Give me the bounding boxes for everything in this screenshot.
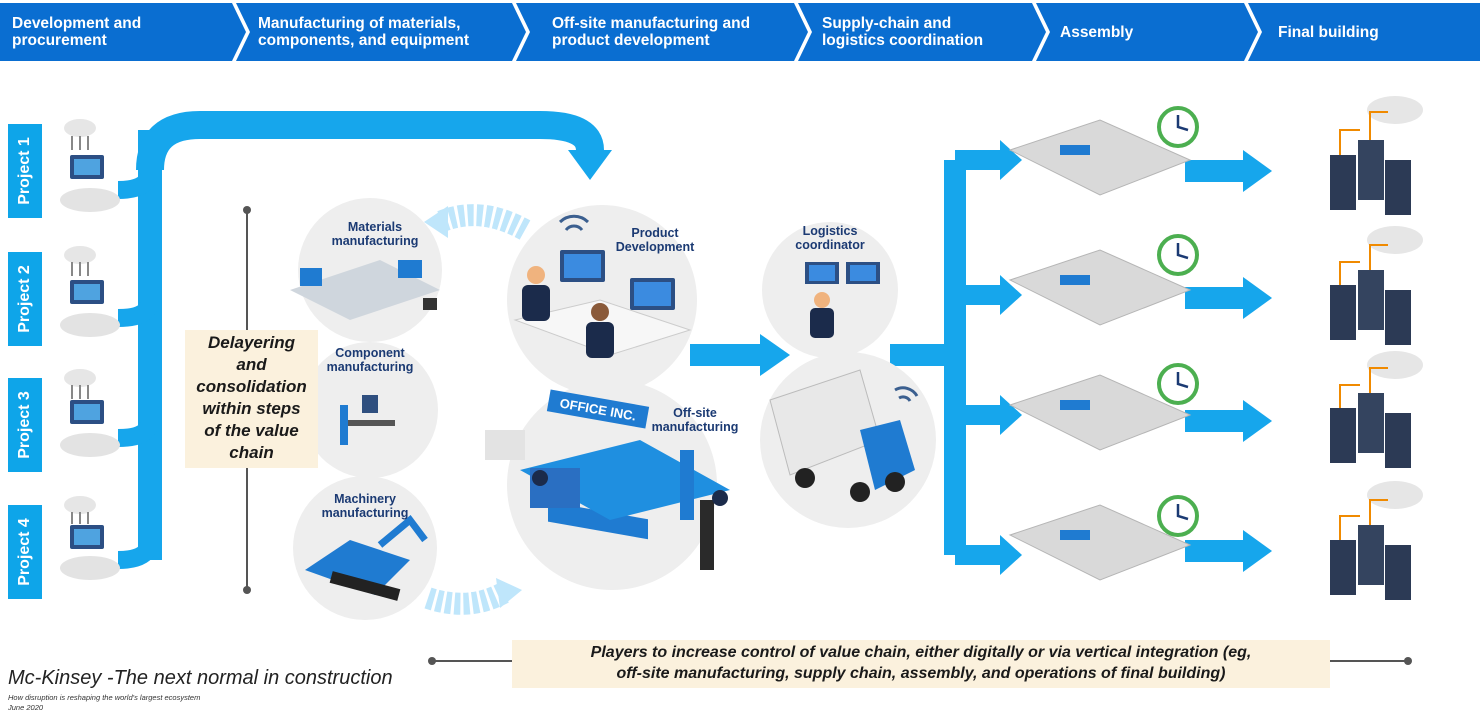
final-building-1 (1330, 96, 1423, 215)
asm-arrow-3 (1185, 410, 1245, 432)
dist-head-1 (1000, 140, 1022, 180)
logistics-coordinator-illustration (805, 262, 880, 338)
delayering-dot-top (243, 206, 251, 214)
dist-branch-1 (955, 150, 1005, 170)
feedback-arrow-bottom (424, 582, 511, 615)
asm-arrow-1 (1185, 160, 1245, 182)
delayering-callout: Delayering and consolidation within step… (185, 330, 318, 468)
asm-head-1 (1243, 150, 1272, 192)
project1-connector (117, 169, 159, 199)
project-2-illustration (60, 246, 120, 337)
clock-icon-3 (1157, 363, 1199, 405)
clock-icon-4 (1157, 495, 1199, 537)
feedback-arrowhead-top (424, 206, 448, 238)
assembly-factory-2 (1008, 249, 1192, 326)
component-station-illustration (340, 395, 395, 445)
assembly-factory-3 (1008, 374, 1192, 451)
clock-icon-1 (1157, 106, 1199, 148)
logistics-circle (762, 222, 898, 358)
project3-connector (117, 418, 159, 447)
project-1-tab: Project 1 (8, 124, 42, 218)
citation-title: Mc-Kinsey -The next normal in constructi… (8, 667, 393, 689)
pd-logistics-arrow (690, 344, 762, 366)
dist-branch-2 (955, 285, 1005, 305)
project4-connector (117, 539, 159, 569)
project-3-illustration (60, 369, 120, 457)
dist-branch-3 (955, 405, 1005, 425)
product-dev-illustration (513, 214, 692, 358)
assembly-factory-4 (1008, 504, 1192, 581)
product-dev-circle (507, 205, 697, 395)
step-final-building: Final building (1248, 3, 1480, 61)
project2-connector (117, 298, 159, 327)
project-4-illustration (60, 496, 120, 580)
timeline-dot-left (428, 657, 436, 665)
asm-arrow-2 (1185, 287, 1245, 309)
asm-arrow-4 (1185, 540, 1245, 562)
final-building-3 (1330, 351, 1423, 468)
project-3-tab: Project 3 (8, 378, 42, 472)
project-4-tab: Project 4 (8, 505, 42, 599)
assembly-factory-1 (1008, 119, 1192, 196)
truck-illustration (769, 369, 919, 502)
final-building-4 (1330, 481, 1423, 600)
office-sign-board (546, 389, 650, 429)
main-flow-arrowhead (568, 150, 612, 180)
asm-head-2 (1243, 277, 1272, 319)
feedback-arrow-top (435, 204, 531, 240)
project-1-illustration (60, 119, 120, 212)
citation-subtitle: How disruption is reshaping the world's … (8, 693, 201, 702)
players-callout: Players to increase control of value cha… (512, 640, 1330, 688)
step-assembly: Assembly (1036, 3, 1258, 61)
feedback-arrowhead-bottom (496, 578, 522, 608)
pd-logistics-arrowhead (760, 334, 790, 376)
dist-head-4 (1000, 535, 1022, 575)
materials-machine-illustration (290, 260, 440, 320)
asm-head-3 (1243, 400, 1272, 442)
timeline-dot-right (1404, 657, 1412, 665)
project-2-tab: Project 2 (8, 252, 42, 346)
step-manufacturing-materials: Manufacturing of materials,components, a… (236, 3, 526, 61)
clock-icon-2 (1157, 234, 1199, 276)
final-building-2 (1330, 226, 1423, 345)
asm-head-4 (1243, 530, 1272, 572)
dist-head-3 (1000, 395, 1022, 435)
citation-date: June 2020 (8, 703, 44, 712)
offsite-conveyor-illustration (485, 430, 730, 570)
dist-head-2 (1000, 275, 1022, 315)
delayering-dot-bottom (243, 586, 251, 594)
main-flow-arrow (136, 111, 604, 171)
dist-branch-4 (955, 545, 1005, 565)
machinery-illustration (305, 514, 428, 601)
